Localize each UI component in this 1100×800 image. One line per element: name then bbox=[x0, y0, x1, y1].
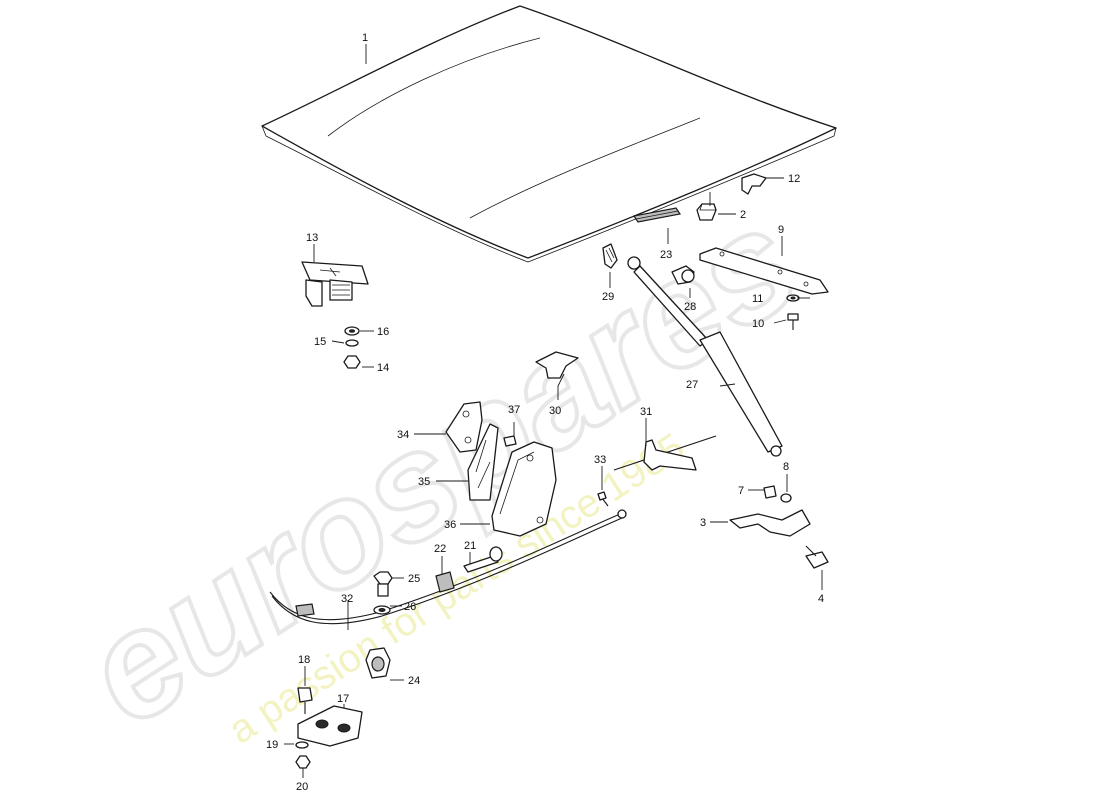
screw-7 bbox=[763, 485, 777, 499]
callout-15: 15 bbox=[314, 336, 326, 348]
callout-18: 18 bbox=[298, 654, 310, 666]
callout-24: 24 bbox=[408, 675, 420, 687]
callout-11: 11 bbox=[752, 293, 763, 305]
callout-36: 36 bbox=[444, 519, 456, 531]
callout-13: 13 bbox=[306, 232, 318, 244]
callout-33: 33 bbox=[594, 454, 606, 466]
spring-clip bbox=[602, 243, 618, 269]
gas-strut bbox=[627, 256, 783, 457]
screw-37 bbox=[503, 435, 517, 447]
callout-20: 20 bbox=[296, 781, 308, 793]
callout-17: 17 bbox=[337, 693, 349, 705]
hinge-13 bbox=[301, 261, 369, 307]
seal-strip bbox=[632, 207, 682, 223]
grommet-22 bbox=[435, 571, 455, 593]
nut-20 bbox=[295, 755, 311, 769]
hinge-3 bbox=[729, 509, 811, 537]
callout-28: 28 bbox=[684, 301, 696, 313]
bolt-18 bbox=[297, 687, 313, 714]
washer-19 bbox=[295, 741, 309, 749]
leader-lines bbox=[284, 44, 823, 778]
callout-9: 9 bbox=[778, 224, 784, 236]
callout-4: 4 bbox=[818, 593, 824, 605]
callout-31: 31 bbox=[640, 406, 652, 418]
cable-clamp-24 bbox=[365, 647, 391, 679]
washer-16 bbox=[344, 326, 360, 336]
callout-2: 2 bbox=[740, 209, 746, 221]
callout-35: 35 bbox=[418, 476, 430, 488]
callout-25: 25 bbox=[408, 573, 420, 585]
callout-23: 23 bbox=[660, 249, 672, 261]
callout-1: 1 bbox=[362, 32, 368, 44]
bolt-4 bbox=[805, 545, 829, 569]
callout-8: 8 bbox=[783, 461, 789, 473]
callout-32: 32 bbox=[341, 593, 353, 605]
latch-housing-36 bbox=[491, 441, 557, 537]
washer-15 bbox=[345, 339, 359, 347]
cable-bracket-31 bbox=[613, 435, 717, 471]
callout-14: 14 bbox=[377, 362, 389, 374]
clip bbox=[741, 173, 767, 195]
callout-21: 21 bbox=[464, 540, 476, 552]
rubber-buffer bbox=[696, 203, 717, 221]
callout-37: 37 bbox=[508, 404, 520, 416]
callout-3: 3 bbox=[700, 517, 706, 529]
latch-lever-35 bbox=[467, 423, 499, 501]
screw-10 bbox=[787, 313, 799, 330]
callout-7: 7 bbox=[738, 485, 744, 497]
callout-30: 30 bbox=[549, 405, 561, 417]
callout-26: 26 bbox=[404, 601, 416, 613]
callout-12: 12 bbox=[788, 173, 800, 185]
callout-10: 10 bbox=[752, 318, 764, 330]
callout-labels: 1 2 3 4 7 8 9 10 11 12 13 14 15 16 17 18… bbox=[266, 32, 824, 793]
nut-14 bbox=[343, 355, 361, 369]
washer-8 bbox=[780, 493, 792, 503]
pin-33 bbox=[597, 491, 609, 507]
bracket-30 bbox=[535, 351, 579, 379]
hood-panel bbox=[261, 5, 837, 263]
callout-29: 29 bbox=[602, 291, 614, 303]
callout-34: 34 bbox=[397, 429, 409, 441]
washer-26 bbox=[373, 605, 391, 615]
latch-plate-34 bbox=[445, 401, 483, 453]
release-cable-32 bbox=[269, 509, 627, 625]
callout-27: 27 bbox=[686, 379, 698, 391]
bracket-rail bbox=[699, 247, 829, 295]
callout-22: 22 bbox=[434, 543, 446, 555]
callout-19: 19 bbox=[266, 739, 278, 751]
ball-stud bbox=[671, 265, 695, 285]
mount-plate-17 bbox=[297, 705, 363, 747]
callout-16: 16 bbox=[377, 326, 389, 338]
bolt-21 bbox=[463, 546, 503, 573]
